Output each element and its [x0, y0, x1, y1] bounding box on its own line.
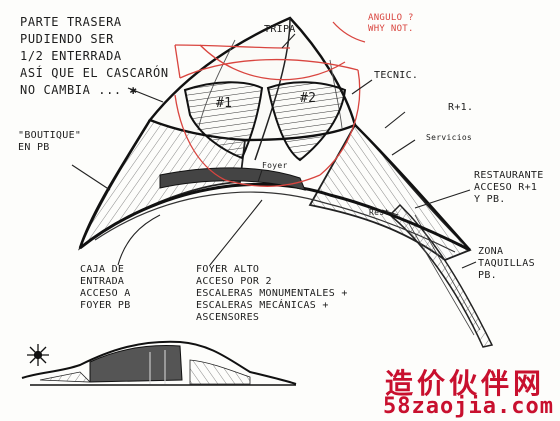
label-tripa: TRIPA [264, 24, 296, 35]
label-zona-taquillas: ZONA TAQUILLAS PB. [478, 246, 535, 281]
label-foyer: Foyer [262, 161, 288, 170]
label-caja-entrada: CAJA DE ENTRADA ACCESO A FOYER PB [80, 264, 131, 311]
sun-icon [27, 344, 49, 366]
label-foyer-alto: FOYER ALTO ACCESO POR 2 ESCALERAS MONUME… [196, 264, 348, 323]
label-boutique: "BOUTIQUE" EN PB [18, 130, 82, 153]
label-angulo: ANGULO ? WHY NOT. [368, 13, 414, 34]
leader-lines [71, 33, 477, 269]
label-hall-2: #2 [300, 91, 317, 106]
label-servicios: Servicios [426, 133, 473, 142]
watermark-url: 58zaojia.com [383, 394, 554, 419]
label-tecnic: TECNIC. [374, 70, 419, 81]
label-restaurante: RESTAURANTE ACCESO R+1 Y PB. [474, 170, 544, 205]
watermark-chinese: 造价伙伴网 [385, 367, 546, 400]
label-r1: R+1. [448, 102, 474, 113]
hall-1-shell [183, 81, 264, 160]
foyer-band [79, 167, 471, 253]
label-hall-1: #1 [216, 96, 233, 111]
label-rest: Rest. [369, 208, 395, 217]
elevation-sketch [21, 340, 297, 386]
red-pencil-overlay [174, 21, 366, 187]
hall-2-shell [266, 81, 347, 162]
note-rear-buried: PARTE TRASERA PUDIENDO SER 1/2 ENTERRADA… [20, 15, 169, 97]
shell-tail [388, 203, 494, 348]
right-wing [308, 123, 472, 262]
